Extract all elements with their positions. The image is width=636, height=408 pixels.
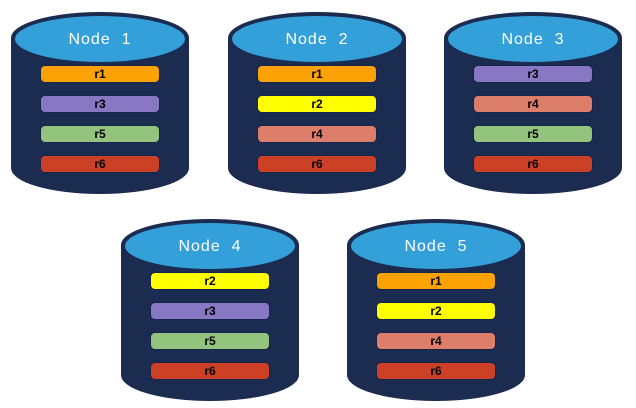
- node-2-partition-r4: r4: [257, 125, 377, 143]
- node-4-partition-list: r2 r3 r5 r6: [150, 272, 270, 380]
- node-5-label: Node 5: [404, 237, 468, 255]
- node-5-partition-r6: r6: [376, 362, 496, 380]
- node-4-partition-r3: r3: [150, 302, 270, 320]
- node-2-partition-r6: r6: [257, 155, 377, 173]
- node-3-partition-r4: r4: [473, 95, 593, 113]
- node-3-partition-r6: r6: [473, 155, 593, 173]
- node-4-label: Node 4: [178, 237, 242, 255]
- node-4-partition-r6: r6: [150, 362, 270, 380]
- node-2-partition-r1: r1: [257, 65, 377, 83]
- node-1-partition-r5: r5: [40, 125, 160, 143]
- node-3-partition-r3: r3: [473, 65, 593, 83]
- node-1-label: Node 1: [68, 30, 132, 48]
- cylinder-top-ellipse: Node 5: [351, 223, 521, 269]
- node-2-partition-list: r1 r2 r4 r6: [257, 65, 377, 173]
- cylinder-top-ellipse: Node 4: [125, 223, 295, 269]
- node-1-partition-r3: r3: [40, 95, 160, 113]
- database-node-4: Node 4 r2 r3 r5 r6: [121, 219, 299, 401]
- node-1-partition-r1: r1: [40, 65, 160, 83]
- node-2-partition-r2: r2: [257, 95, 377, 113]
- database-node-3: Node 3 r3 r4 r5 r6: [444, 12, 622, 194]
- node-4-partition-r2: r2: [150, 272, 270, 290]
- node-4-partition-r5: r5: [150, 332, 270, 350]
- database-node-1: Node 1 r1 r3 r5 r6: [11, 12, 189, 194]
- node-5-partition-list: r1 r2 r4 r6: [376, 272, 496, 380]
- node-3-label: Node 3: [501, 30, 565, 48]
- node-3-partition-list: r3 r4 r5 r6: [473, 65, 593, 173]
- cylinder-top-ellipse: Node 1: [15, 16, 185, 62]
- node-5-partition-r1: r1: [376, 272, 496, 290]
- node-3-partition-r5: r5: [473, 125, 593, 143]
- node-1-partition-r6: r6: [40, 155, 160, 173]
- node-5-partition-r4: r4: [376, 332, 496, 350]
- node-1-partition-list: r1 r3 r5 r6: [40, 65, 160, 173]
- database-node-5: Node 5 r1 r2 r4 r6: [347, 219, 525, 401]
- node-5-partition-r2: r2: [376, 302, 496, 320]
- node-2-label: Node 2: [285, 30, 349, 48]
- database-node-2: Node 2 r1 r2 r4 r6: [228, 12, 406, 194]
- cylinder-top-ellipse: Node 2: [232, 16, 402, 62]
- cylinder-top-ellipse: Node 3: [448, 16, 618, 62]
